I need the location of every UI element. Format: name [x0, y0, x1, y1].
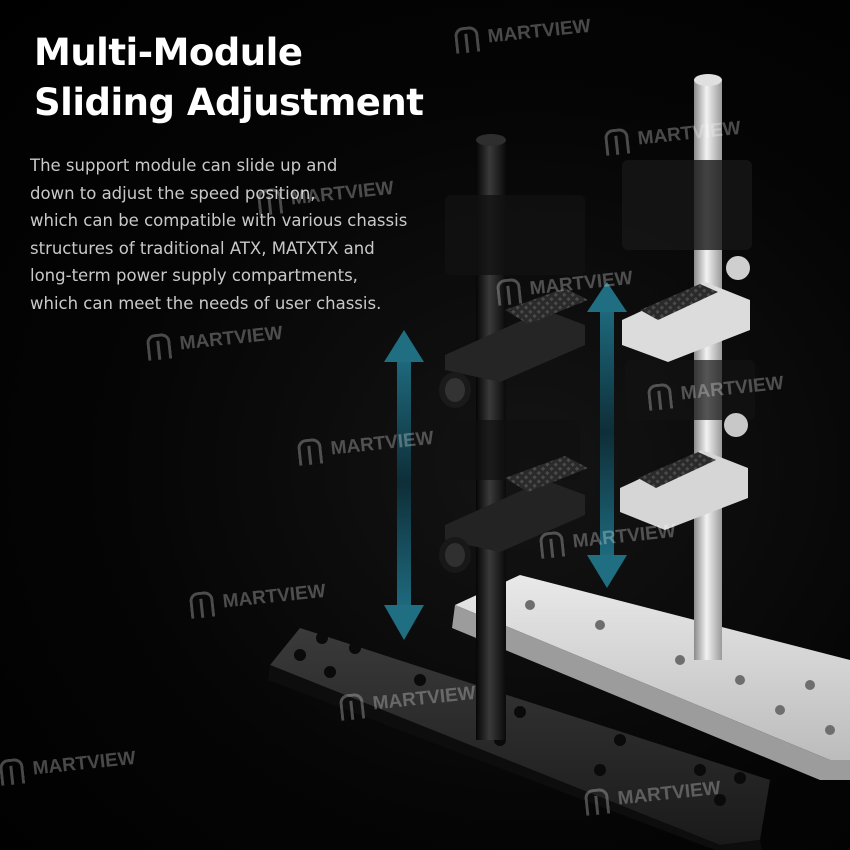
silver-module-upper: [622, 256, 750, 362]
headline: Multi-Module Sliding Adjustment: [34, 28, 424, 128]
description-line: long-term power supply compartments,: [30, 266, 358, 285]
m-logo-icon: [603, 127, 631, 156]
m-logo-icon: [646, 382, 674, 411]
description-line: The support module can slide up and: [30, 156, 338, 175]
headline-line-2: Sliding Adjustment: [34, 81, 424, 124]
m-logo-icon: [453, 25, 481, 54]
right-double-arrow-icon: [587, 282, 627, 588]
silver-base-plate: [452, 575, 850, 780]
m-logo-icon: [495, 277, 523, 306]
description-line: which can meet the needs of user chassis…: [30, 293, 382, 313]
black-module-lower: [439, 456, 588, 573]
description: The support module can slide up and down…: [30, 152, 450, 317]
m-logo-icon: [188, 590, 216, 619]
m-logo-icon: [538, 530, 566, 559]
m-logo-icon: [296, 437, 324, 466]
m-logo-icon: [145, 332, 173, 361]
m-logo-icon: [0, 757, 26, 786]
black-base-plate: [268, 628, 770, 850]
m-logo-icon: [338, 692, 366, 721]
description-line: structures of traditional ATX, MATXTX an…: [30, 238, 375, 258]
left-double-arrow-icon: [384, 330, 424, 640]
headline-line-1: Multi-Module: [34, 31, 303, 74]
description-line: down to adjust the speed position,: [30, 183, 316, 203]
m-logo-icon: [583, 787, 611, 816]
description-line: which can be compatible with various cha…: [30, 211, 408, 230]
silver-module-lower: [620, 413, 748, 530]
black-module-upper: [439, 288, 588, 408]
m-logo-icon: [256, 187, 284, 216]
